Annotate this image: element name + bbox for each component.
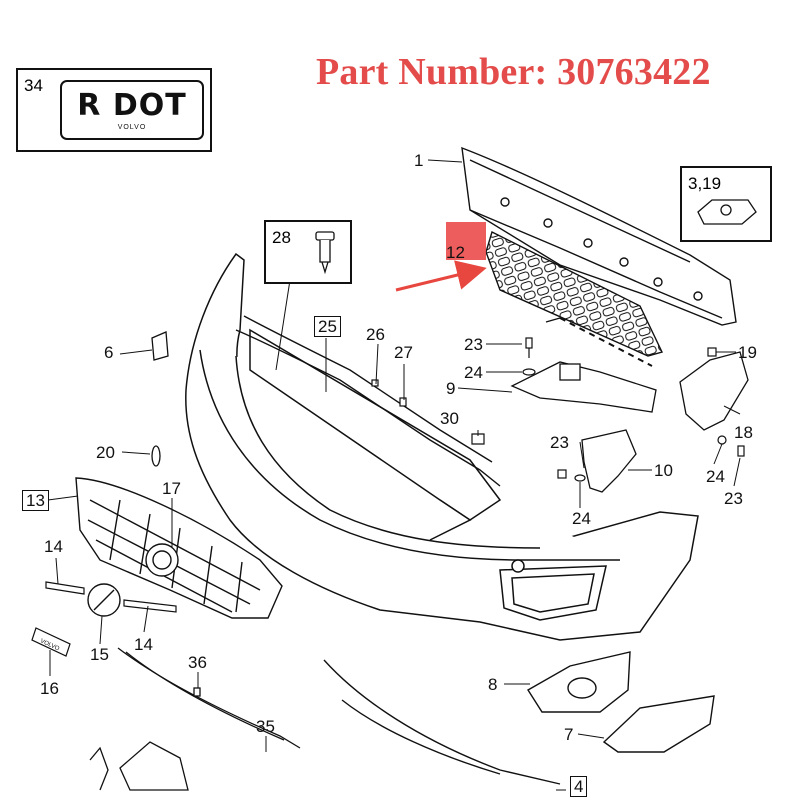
part-9-bracket — [510, 361, 657, 413]
part-10-bracket — [581, 429, 637, 493]
part-13-grille — [75, 477, 283, 619]
inset-box-28: 28 — [264, 220, 352, 284]
part-18-side-bracket — [679, 351, 749, 431]
callout-35: 35 — [256, 717, 275, 736]
fasteners — [371, 337, 745, 482]
part-4-lower-valance — [323, 659, 561, 785]
callout-12: 12 — [446, 243, 465, 262]
part-16-badge — [31, 627, 71, 657]
part-15-emblem — [87, 583, 121, 617]
callout-17: 17 — [162, 479, 181, 498]
part-20-plug — [151, 445, 161, 467]
part-number-title: Part Number: 30763422 — [316, 51, 711, 93]
callout-8: 8 — [488, 675, 498, 694]
bumper-cover — [185, 252, 699, 641]
callout-23-c: 23 — [724, 489, 743, 508]
clip-28-icon — [315, 231, 335, 275]
plate-brand: VOLVO — [117, 124, 147, 131]
nut-clip-icon — [697, 199, 757, 225]
part-35-lower-strip — [117, 647, 301, 749]
callout-24-c: 24 — [706, 467, 725, 486]
callout-30: 30 — [440, 409, 459, 428]
inset-box-34: 34 R DOT VOLVO — [16, 68, 212, 152]
misc-lower-parts — [89, 741, 189, 791]
part-1-upper-absorber — [461, 146, 737, 326]
callout-14-a: 14 — [44, 537, 63, 556]
part-6-tow-cover — [151, 331, 169, 361]
plate-text: R DOT — [77, 88, 187, 123]
part-12-lower-grille — [485, 231, 663, 367]
callout-1: 1 — [414, 151, 424, 170]
callout-16: 16 — [40, 679, 59, 698]
callout-20: 20 — [96, 443, 115, 462]
part-14-trim-strips — [45, 581, 177, 613]
leader-lines — [47, 159, 741, 791]
callout-15: 15 — [90, 645, 109, 664]
callout-6: 6 — [104, 343, 114, 362]
callout-26: 26 — [366, 325, 385, 344]
callout-19: 19 — [738, 343, 757, 362]
part-8-fog-bezel — [527, 651, 631, 713]
callout-18: 18 — [734, 423, 753, 442]
callout-23-b: 23 — [550, 433, 569, 452]
highlight-arrow — [395, 260, 487, 292]
callout-24-a: 24 — [464, 363, 483, 382]
callout-10: 10 — [654, 461, 673, 480]
callout-4: 4 — [570, 776, 588, 797]
inset-34-label: 34 — [24, 76, 43, 95]
part-25-upper-trim — [235, 315, 501, 487]
callout-7: 7 — [564, 725, 574, 744]
callout-14-b: 14 — [134, 635, 153, 654]
r-dot-plate: R DOT VOLVO — [60, 80, 204, 140]
callout-25: 25 — [314, 316, 341, 337]
callout-24-b: 24 — [572, 509, 591, 528]
highlight-box-part-12 — [446, 222, 486, 260]
callout-13: 13 — [22, 490, 49, 511]
callout-9: 9 — [446, 379, 456, 398]
callout-36: 36 — [188, 653, 207, 672]
callout-23-a: 23 — [464, 335, 483, 354]
inset-box-3-19: 3,19 — [680, 166, 772, 242]
part-7-fog-cover — [602, 695, 715, 753]
inset-3-19-label: 3,19 — [688, 174, 722, 193]
inset-28-label: 28 — [272, 228, 291, 247]
callout-27: 27 — [394, 343, 413, 362]
